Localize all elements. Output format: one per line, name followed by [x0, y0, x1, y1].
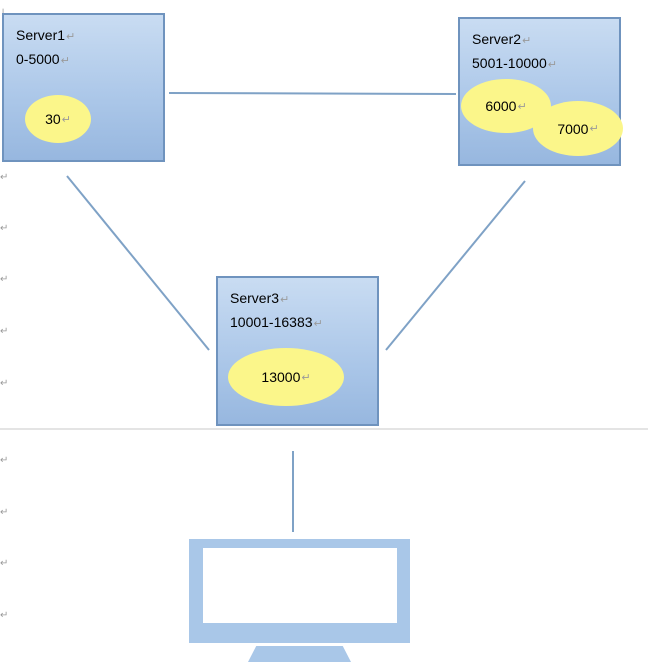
link-server1-server2: [168, 92, 457, 95]
server-name: Server1: [16, 27, 66, 43]
link-server1-server3: [66, 175, 210, 351]
server1-box: Server1↵ 0-5000↵: [2, 13, 165, 162]
margin-mark: ↵: [0, 558, 9, 569]
server-name: Server2: [472, 31, 522, 47]
slot-key: 7000↵: [533, 101, 623, 156]
monitor-screen: [203, 548, 397, 623]
slot-range: 10001-16383: [230, 314, 313, 330]
margin-mark: ↵: [0, 326, 9, 337]
link-server2-server3: [385, 180, 526, 351]
slot-key: 30↵: [25, 95, 91, 143]
margin-mark: ↵: [0, 274, 9, 285]
margin-mark: ↵: [0, 378, 9, 389]
slot-range: 5001-10000: [472, 55, 547, 71]
monitor-stand: [248, 646, 351, 662]
margin-mark: ↵: [0, 507, 9, 518]
slot-key: 13000↵: [228, 348, 344, 406]
margin-mark: ↵: [0, 610, 9, 621]
server-name: Server3: [230, 290, 280, 306]
slot-range: 0-5000: [16, 51, 60, 67]
margin-mark: ↵: [0, 172, 9, 183]
margin-mark: ↵: [0, 223, 9, 234]
margin-mark: ↵: [0, 455, 9, 466]
